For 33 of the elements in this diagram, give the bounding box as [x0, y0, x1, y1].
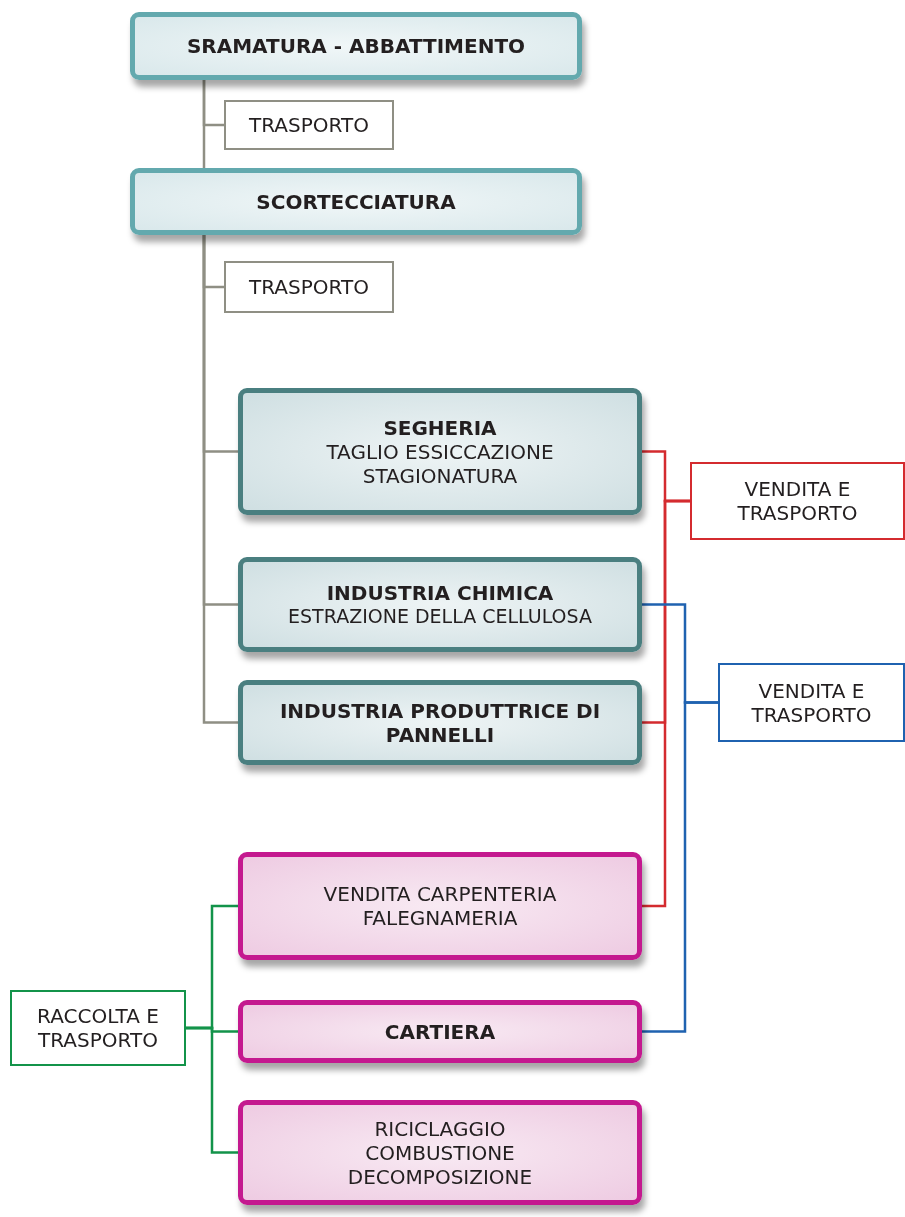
connector-line: [186, 1026, 238, 1154]
node-text: RICICLAGGIO COMBUSTIONE DECOMPOSIZIONE: [346, 1116, 534, 1189]
heading-text: SEGHERIA: [383, 415, 497, 440]
node-text: TRASPORTO: [249, 113, 369, 137]
node-text: TRASPORTO: [249, 275, 369, 299]
node-text: CARTIERA: [384, 1019, 496, 1044]
transport-note-box: [224, 100, 394, 150]
process-box: [130, 12, 582, 80]
sale-note-box: [690, 462, 905, 540]
node-text: SRAMATURA - ABBATTIMENTO: [186, 34, 526, 58]
node-text: TAGLIO ESSICCAZIONE STAGIONATURA: [325, 439, 555, 488]
node-text: VENDITA E TRASPORTO: [736, 477, 859, 525]
node-text: VENDITA CARPENTERIA FALEGNAMERIA: [322, 882, 558, 930]
node-text: VENDITA E TRASPORTO: [750, 678, 873, 727]
transport-note-box: [224, 261, 394, 313]
node-text: SCORTECCIATURA: [256, 189, 456, 214]
connector-line: [202, 233, 238, 724]
node-text: INDUSTRIA PRODUTTRICE DI PANNELLI: [278, 698, 602, 747]
industry-box: [238, 680, 642, 765]
use-box: [238, 852, 642, 960]
node-text: ESTRAZIONE DELLA CELLULOSA: [288, 605, 592, 628]
industry-box: [238, 388, 642, 515]
node-text: RACCOLTA E TRASPORTO: [36, 1004, 160, 1052]
sale-note-box: [718, 663, 905, 742]
use-box: [238, 1100, 642, 1205]
connector-line: [202, 78, 206, 170]
connector-line: [642, 701, 718, 1033]
process-box: [130, 168, 582, 235]
use-box: [238, 1000, 642, 1063]
connector-line: [642, 499, 690, 908]
industry-box: [238, 557, 642, 652]
heading-text: INDUSTRIA CHIMICA: [326, 581, 554, 606]
collection-note-box: [10, 990, 186, 1066]
